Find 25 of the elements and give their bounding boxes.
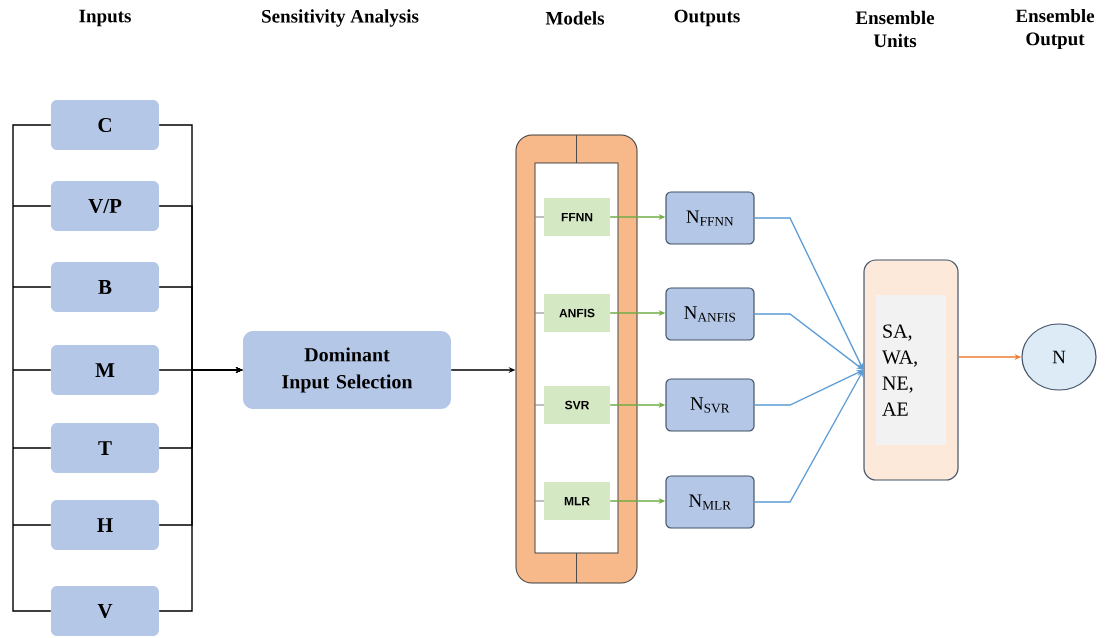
input-box: B	[51, 262, 159, 312]
model-box: MLR	[544, 482, 610, 520]
model-box: FFNN	[544, 198, 610, 236]
model-box: SVR	[544, 386, 610, 424]
column-heading: Outputs	[674, 9, 740, 27]
input-box: M	[51, 345, 159, 395]
column-heading: Ensemble Units	[855, 10, 935, 48]
model-box: ANFIS	[544, 294, 610, 332]
column-heading: Models	[545, 11, 605, 25]
column-heading: Inputs	[79, 9, 131, 27]
input-box: H	[51, 500, 159, 550]
arrow	[753, 217, 864, 370]
column-heading: Sensitivity Analysis	[262, 9, 419, 27]
ensemble-box: SA, WA, NE, AE	[863, 259, 959, 481]
output-box: N$_{FFNN}$	[665, 191, 755, 245]
input-box: T	[51, 423, 159, 473]
input-box: V/P	[51, 181, 159, 231]
output-box: N$_{MLR}$	[665, 475, 755, 529]
arrow	[753, 370, 864, 503]
column-heading: Ensemble Output	[1015, 8, 1095, 50]
input-box: C	[51, 100, 159, 150]
output-box: N$_{SVR}$	[665, 378, 755, 432]
selection-box: Dominant Input Selection	[243, 331, 451, 409]
input-box: V	[51, 586, 159, 636]
output-box: N$_{ANFIS}$	[665, 287, 755, 341]
